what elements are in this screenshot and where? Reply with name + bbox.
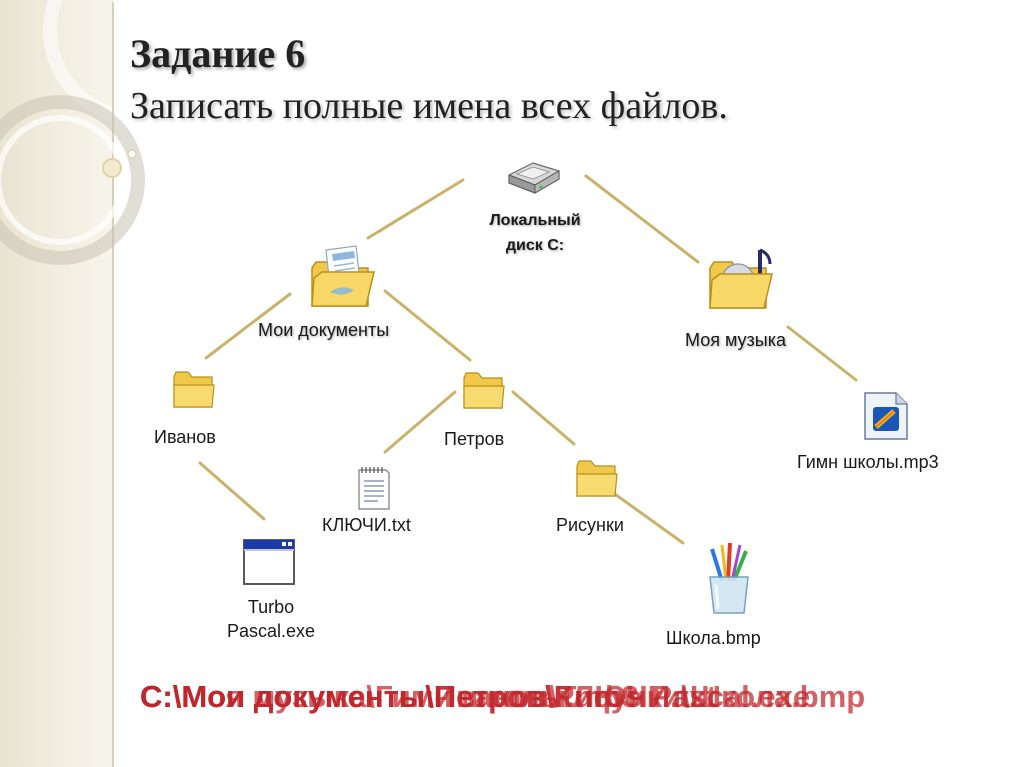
folder-icon	[576, 460, 618, 497]
decorative-rings	[0, 0, 150, 265]
text-file-icon	[358, 467, 390, 510]
turbo-pascal-label: Turbo Pascal.exe	[206, 595, 336, 643]
ivanov-label: Иванов	[154, 427, 216, 447]
edge-mydocs-petrov	[383, 289, 472, 362]
media-file-icon	[864, 392, 908, 440]
petrov-label: Петров	[444, 429, 505, 449]
edge-root-mymusic	[584, 174, 700, 264]
pictures-label: Рисунки	[556, 515, 624, 535]
music-folder-icon	[709, 248, 773, 309]
paint-brushes-icon	[709, 542, 749, 614]
answer-path-school: С:\Мои документы\Петров\Рисунки\Школа.bm…	[140, 679, 866, 714]
folder-icon	[173, 371, 215, 408]
slide-subtitle: Записать полные имена всех файлов.	[130, 85, 728, 127]
root-label-line2: диск С:	[505, 237, 565, 254]
my-documents-label: Мои документы	[258, 320, 390, 340]
root-label: Локальный диск С:	[470, 208, 600, 258]
turbo-pascal-label-line2: Pascal.exe	[226, 621, 316, 641]
slide-title: Задание 6	[130, 31, 306, 76]
answer-path-turbo: С:\Мои документы\Иванов\Turbo Pascal.exe	[140, 679, 811, 714]
edge-ivanov-turbo	[198, 461, 266, 521]
school-bmp-label: Школа.bmp	[666, 628, 761, 648]
my-music-label: Моя музыка	[685, 330, 787, 350]
hard-drive-icon	[508, 162, 560, 194]
edge-mymusic-anthem	[786, 325, 858, 382]
turbo-pascal-label-line1: Turbo	[247, 597, 295, 617]
documents-folder-icon	[311, 245, 375, 307]
root-label-line1: Локальный	[489, 212, 581, 229]
application-window-icon	[243, 539, 295, 585]
edge-petrov-pictures	[511, 390, 576, 446]
answer-path-anthem: С:\Моя музыка\Гимн школы.mp3	[140, 679, 639, 714]
answer-path-keys: С:\Мои документы\Петров\КЛЮЧИ.txt	[140, 679, 717, 714]
anthem-mp3-label: Гимн школы.mp3	[797, 452, 939, 472]
edge-petrov-keys	[383, 390, 457, 454]
edge-mydocs-ivanov	[204, 292, 292, 360]
edge-root-mydocs	[366, 178, 465, 240]
edge-pictures-school	[610, 490, 685, 545]
keys-file-label: КЛЮЧИ.txt	[322, 515, 411, 535]
folder-icon	[463, 372, 505, 409]
answer-paths: С:\Мои документы\Иванов\Turbo Pascal.exe…	[140, 679, 1020, 723]
